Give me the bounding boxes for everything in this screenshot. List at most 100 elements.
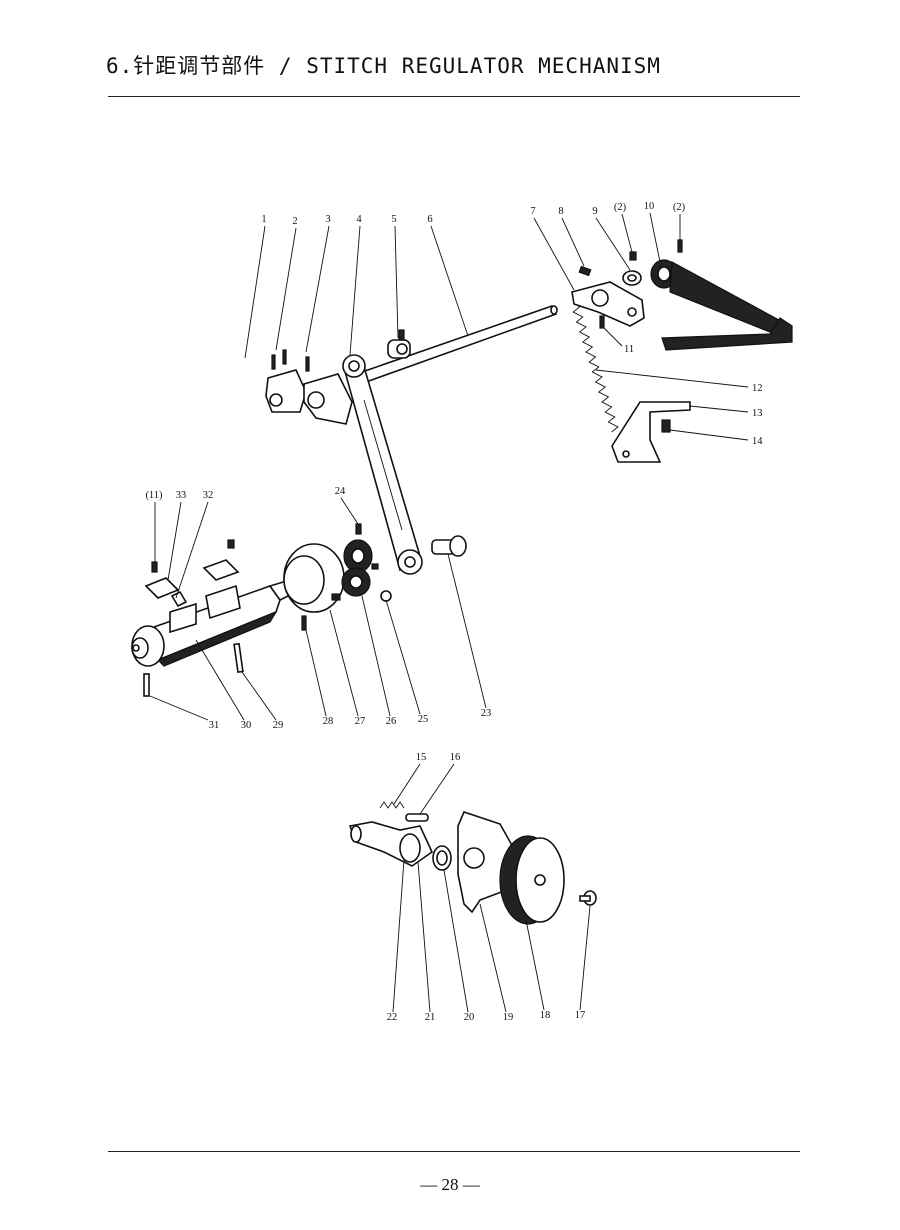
callout-label-c7: 7 [530, 206, 535, 217]
footer-rule [108, 1151, 800, 1152]
callout-label-c26: 26 [386, 716, 397, 727]
callout-label-c2a: (2) [614, 202, 627, 213]
callout-label-c11: 11 [624, 344, 634, 355]
callout-label-c13: 13 [752, 408, 763, 419]
leader-line-c26 [361, 595, 391, 717]
callout-label-c11a: (11) [145, 490, 163, 501]
leader-line-c15 [393, 763, 421, 805]
leader-line-c16 [419, 763, 455, 815]
leader-line-c6 [430, 225, 469, 337]
washer [622, 251, 642, 286]
leader-line-c3 [305, 225, 330, 353]
callout-label-c3: 3 [325, 214, 330, 225]
leader-line-c22 [392, 859, 405, 1013]
callout-label-c1: 1 [261, 214, 266, 225]
leader-line-c30 [195, 639, 245, 721]
leader-line-c27 [329, 609, 359, 717]
callout-label-c12: 12 [752, 383, 763, 394]
leader-line-c32 [175, 501, 209, 599]
callout-label-c29: 29 [273, 720, 284, 731]
leader-line-c5 [394, 225, 399, 339]
leader-lines [149, 212, 749, 1013]
callout-label-c22: 22 [387, 1012, 398, 1023]
callout-label-c25: 25 [418, 714, 429, 725]
callout-label-c27: 27 [355, 716, 366, 727]
callout-label-c16: 16 [450, 752, 461, 763]
middle-assembly [131, 523, 467, 697]
connecting-link [342, 354, 423, 575]
leader-line-c21 [417, 861, 431, 1013]
crank-right [303, 356, 353, 425]
callout-label-c2: 2 [292, 216, 297, 227]
callout-label-c28: 28 [323, 716, 334, 727]
header-rule [108, 96, 800, 97]
leader-line-c13 [689, 405, 749, 413]
leader-line-c11 [603, 327, 623, 347]
callout-label-c4: 4 [356, 214, 362, 225]
leader-line-c24 [340, 497, 359, 525]
leader-line-c2a [621, 213, 633, 253]
callout-label-c31: 31 [209, 720, 220, 731]
shaft-collar [387, 329, 411, 359]
detent-pin [405, 813, 429, 822]
leader-line-c23 [447, 553, 487, 709]
page-number: — 28 — [420, 1175, 480, 1194]
leader-line-c29 [241, 671, 277, 721]
callout-label-c10: 10 [644, 201, 655, 212]
leader-line-c1 [244, 225, 266, 359]
leader-line-c14 [669, 429, 749, 441]
leader-line-c2 [275, 227, 297, 351]
page-title: 6.针距调节部件 / STITCH REGULATOR MECHANISM [106, 54, 661, 78]
callout-label-c20: 20 [464, 1012, 475, 1023]
callout-label-c6: 6 [427, 214, 432, 225]
callout-label-c14: 14 [752, 436, 763, 447]
pins [143, 642, 244, 697]
tension-spring [572, 301, 619, 433]
dial-shaft [348, 821, 434, 867]
callout-label-c21: 21 [425, 1012, 436, 1023]
leader-line-c10 [649, 212, 661, 263]
detent-spring [379, 801, 405, 809]
leader-line-c28 [305, 629, 327, 717]
spring-bracket [611, 401, 691, 463]
callout-label-c30: 30 [241, 720, 252, 731]
callout-label-c8: 8 [558, 206, 563, 217]
eccentric [341, 523, 392, 602]
callout-label-c2b: (2) [673, 202, 686, 213]
callout-label-c9: 9 [592, 206, 597, 217]
leader-line-c18 [525, 919, 545, 1011]
callout-label-c15: 15 [416, 752, 427, 763]
crank-left [265, 349, 307, 413]
stud [431, 535, 467, 557]
stitch-dial [499, 835, 565, 925]
dial-washer [432, 845, 452, 871]
leader-line-c4 [349, 225, 361, 356]
leader-line-c12 [595, 369, 749, 388]
callout-label-c32: 32 [203, 490, 214, 501]
cam-pads [144, 539, 240, 608]
callout-label-c17: 17 [575, 1010, 586, 1021]
feed-shaft [131, 578, 293, 667]
knee-lever-plate [650, 239, 793, 351]
leader-line-c8 [561, 217, 585, 267]
lower-assembly [348, 801, 597, 925]
leader-line-c17 [579, 905, 591, 1011]
callout-label-c19: 19 [503, 1012, 514, 1023]
callout-label-c18: 18 [540, 1010, 551, 1021]
callout-label-c5: 5 [391, 214, 396, 225]
leader-line-c7 [533, 217, 575, 291]
leader-line-c9 [595, 217, 631, 271]
leader-line-c33 [167, 501, 182, 581]
callout-label-c24: 24 [335, 486, 346, 497]
callout-label-c23: 23 [481, 708, 492, 719]
leader-line-c19 [479, 903, 507, 1013]
bell-crank [571, 265, 645, 329]
leader-line-c25 [385, 599, 421, 715]
dial-screw [579, 890, 597, 906]
upper-assembly [265, 239, 793, 575]
leader-line-c20 [443, 869, 469, 1013]
leader-line-c31 [149, 695, 209, 721]
callout-label-c33: 33 [176, 490, 187, 501]
